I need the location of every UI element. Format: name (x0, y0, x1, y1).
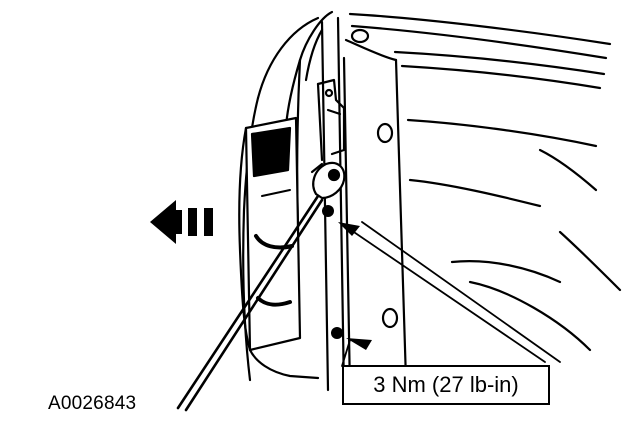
torque-leader-lines (341, 221, 561, 367)
support-cable (176, 161, 346, 412)
torque-spec-text: 3 Nm (27 lb-in) (373, 372, 519, 397)
leader-arrowhead-upper (338, 222, 360, 236)
bolt-upper-icon (322, 205, 334, 217)
triple-arrow-left-icon (150, 200, 213, 244)
torque-spec-callout: 3 Nm (27 lb-in) (342, 365, 550, 405)
leader-arrowhead-lower (346, 338, 372, 350)
bed-side-panel (348, 12, 622, 352)
figure-id-label: A0026843 (48, 393, 137, 414)
hinge-bracket (316, 78, 346, 162)
bolt-lower-icon (331, 327, 343, 339)
tailgate-end-cap (238, 10, 334, 382)
